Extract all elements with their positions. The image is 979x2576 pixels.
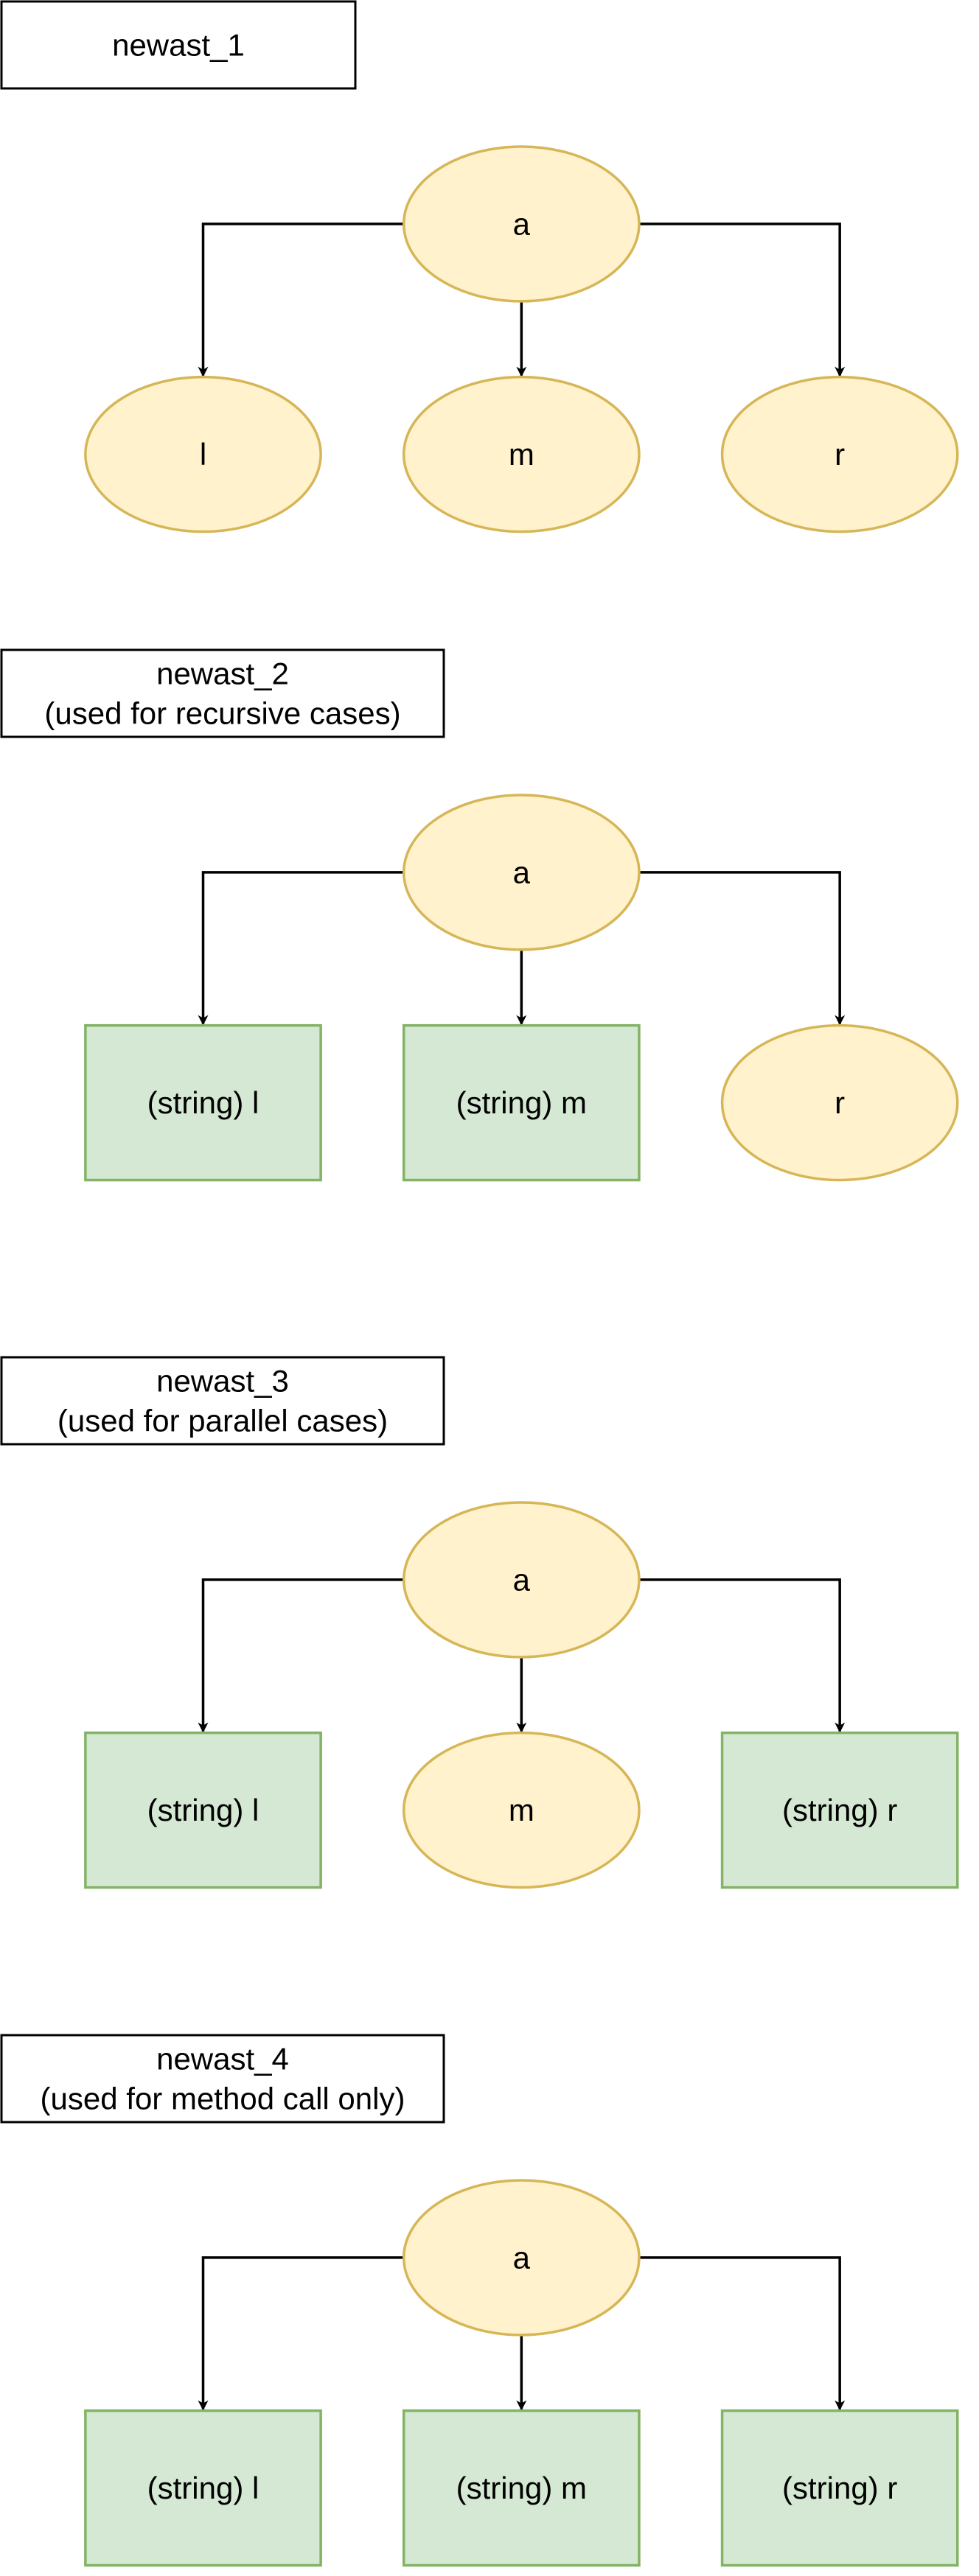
diagram-title: newast_1 xyxy=(112,28,245,63)
child-node-label: (string) l xyxy=(147,1085,259,1120)
edge-a-to-child-1 xyxy=(198,871,404,1026)
edge-a-to-child-1 xyxy=(198,2256,404,2411)
edge-a-to-child-3 xyxy=(638,871,846,1026)
child-node-rect xyxy=(402,2409,641,2567)
title-box xyxy=(0,0,357,90)
edge-a-to-child-3 xyxy=(638,2256,846,2411)
child-node-label: m xyxy=(509,437,534,472)
diagram-2: newast_2 (used for recursive cases) a (stri… xyxy=(0,648,959,1182)
diagram-title: newast_4 xyxy=(156,2042,289,2076)
child-node-label: r xyxy=(835,1085,845,1120)
root-node xyxy=(402,1501,641,1659)
title-box xyxy=(0,648,445,738)
root-node-label: a xyxy=(513,855,531,889)
child-node-rect xyxy=(720,2409,959,2567)
child-node-label: (string) m xyxy=(456,1085,587,1120)
edge-a-to-child-1 xyxy=(198,1578,404,1733)
child-node-rect xyxy=(402,1023,641,1182)
child-node-label: (string) l xyxy=(147,1793,259,1827)
root-node xyxy=(402,794,641,951)
child-node-rect xyxy=(84,1023,322,1182)
edge-a-to-child-1 xyxy=(198,223,404,377)
child-node-label: (string) m xyxy=(456,2471,587,2505)
diagram-title: newast_2 xyxy=(156,657,289,691)
diagram-title: newast_3 xyxy=(156,1364,289,1399)
child-node-label: m xyxy=(509,1793,534,1827)
child-node-rect xyxy=(84,1731,322,1889)
child-node-label: r xyxy=(835,437,845,472)
diagram-4: newast_4 (used for method call only) a (str… xyxy=(0,2034,959,2567)
child-node-label: (string) r xyxy=(782,1793,897,1827)
child-node-ellipse xyxy=(402,1731,641,1889)
child-node-ellipse xyxy=(720,375,959,533)
child-node-ellipse xyxy=(402,375,641,533)
edge-a-to-child-3 xyxy=(638,223,846,377)
diagram-subtitle: (used for recursive cases) xyxy=(44,696,400,731)
root-node xyxy=(402,145,641,303)
edge-a-to-child-3 xyxy=(638,1578,846,1733)
root-node-label: a xyxy=(513,1562,531,1597)
title-box xyxy=(0,1356,445,1446)
root-node-label: a xyxy=(513,206,531,241)
diagram-subtitle: (used for method call only) xyxy=(41,2082,405,2116)
child-node-rect xyxy=(720,1731,959,1889)
diagram-subtitle: (used for parallel cases) xyxy=(58,1404,388,1438)
root-node-label: a xyxy=(513,2240,531,2275)
child-node-label: (string) l xyxy=(147,2471,259,2505)
child-node-rect xyxy=(84,2409,322,2567)
diagram-3: newast_3 (used for parallel cases) a (strin… xyxy=(0,1356,959,1889)
diagram-1: newast_1a l m r xyxy=(0,0,959,533)
title-box xyxy=(0,2034,445,2124)
child-node-ellipse xyxy=(720,1023,959,1182)
child-node-label: l xyxy=(200,437,206,472)
root-node xyxy=(402,2179,641,2337)
child-node-ellipse xyxy=(84,375,322,533)
child-node-label: (string) r xyxy=(782,2471,897,2505)
